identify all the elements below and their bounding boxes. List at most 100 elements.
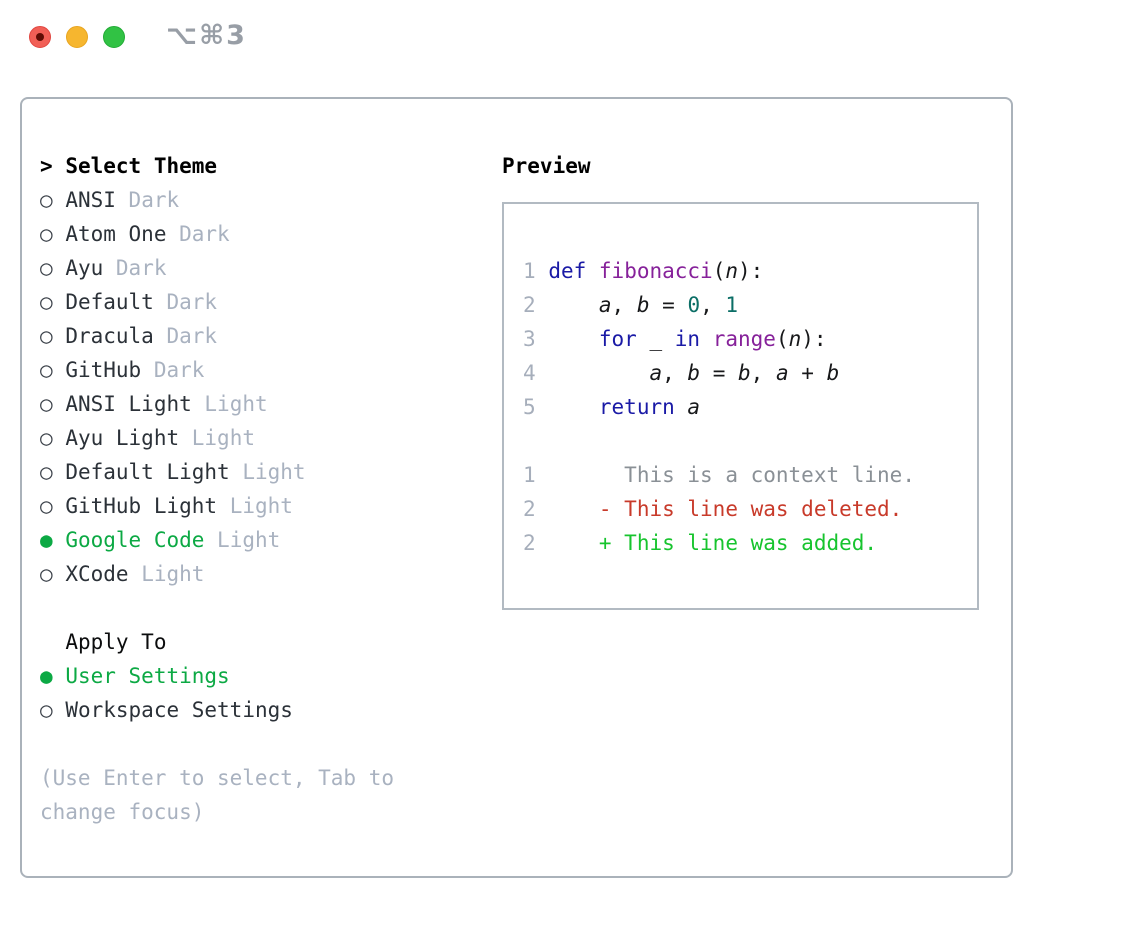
window-title: ⌥⌘3 [166,20,247,51]
code-line: 1 def fibonacci(n): [523,254,977,288]
radio-icon: ○ [40,698,53,722]
record-dot-icon [36,33,44,41]
theme-list: ○ ANSI Dark○ Atom One Dark○ Ayu Dark○ De… [40,183,464,591]
option-label: Atom One [65,222,167,246]
theme-option-dracula[interactable]: ○ Dracula Dark [40,319,464,353]
theme-option-ansi[interactable]: ○ ANSI Dark [40,183,464,217]
line-number: 5 [523,395,536,419]
token-pl: , [611,293,637,317]
preview-header: Preview [502,154,591,178]
radio-icon: ○ [40,426,53,450]
select-theme-title: Select Theme [65,154,218,178]
close-button[interactable] [29,26,51,48]
token-pl [548,395,599,419]
apply-option-workspace-settings[interactable]: ○ Workspace Settings [40,693,464,727]
option-label: Google Code [65,528,205,552]
help-text: (Use Enter to select, Tab to change focu… [40,766,395,824]
theme-option-default-light[interactable]: ○ Default Light Light [40,455,464,489]
token-kw: def [548,259,587,283]
theme-option-xcode[interactable]: ○ XCode Light [40,557,464,591]
option-label: Ayu Light [65,426,180,450]
indent [40,630,53,654]
token-kw: in [674,327,701,351]
line-number: 2 [523,497,536,521]
radio-icon: ○ [40,392,53,416]
theme-option-atom-one[interactable]: ○ Atom One Dark [40,217,464,251]
spacer [40,727,464,761]
token-var: a [649,361,663,385]
theme-option-ansi-light[interactable]: ○ ANSI Light Light [40,387,464,421]
option-variant-label: Light [191,426,255,450]
option-variant-label: Dark [179,222,230,246]
token-pl: = [649,293,688,317]
theme-option-github[interactable]: ○ GitHub Dark [40,353,464,387]
spacer [40,591,464,625]
prompt-icon: > [40,154,53,178]
line-number: 4 [523,361,536,385]
token-ctx: This is a context line. [548,463,915,487]
code-line: 4 a, b = b, a + b [523,356,977,390]
token-var: a [598,293,612,317]
token-pl: , [662,361,688,385]
line-number: 1 [523,463,536,487]
token-pl: ): [801,327,827,351]
theme-option-google-code[interactable]: ● Google Code Light [40,523,464,557]
radio-icon: ○ [40,290,53,314]
token-pl [548,293,599,317]
token-num: 0 [687,293,701,317]
option-variant-label: Light [242,460,306,484]
option-label: GitHub Light [65,494,218,518]
zoom-button[interactable] [103,26,125,48]
diff-line-added: 2 + This line was added. [523,526,977,560]
theme-option-default[interactable]: ○ Default Dark [40,285,464,319]
apply-to-list: ● User Settings○ Workspace Settings [40,659,464,727]
token-var: b [636,293,650,317]
token-var: a [687,395,701,419]
theme-option-ayu[interactable]: ○ Ayu Dark [40,251,464,285]
token-pl: ): [738,259,764,283]
token-var: b [687,361,701,385]
option-variant-label: Dark [115,256,167,280]
token-pl: ( [712,259,726,283]
option-variant-label: Dark [153,358,205,382]
apply-option-user-settings[interactable]: ● User Settings [40,659,464,693]
option-label: Ayu [65,256,104,280]
radio-icon: ○ [40,494,53,518]
code-line: 2 a, b = 0, 1 [523,288,977,322]
token-var: n [725,259,739,283]
line-number: 2 [523,293,536,317]
option-label: XCode [65,562,129,586]
option-label: User Settings [65,664,230,688]
radio-icon: ○ [40,460,53,484]
token-pl [548,327,599,351]
minimize-button[interactable] [66,26,88,48]
option-label: ANSI [65,188,116,212]
option-label: Default [65,290,154,314]
theme-option-ayu-light[interactable]: ○ Ayu Light Light [40,421,464,455]
apply-to-header: Apply To [40,625,464,659]
radio-selected-icon: ● [40,664,53,688]
theme-option-github-light[interactable]: ○ GitHub Light Light [40,489,464,523]
apply-to-title: Apply To [65,630,167,654]
line-number: 2 [523,531,536,555]
token-pl [700,327,713,351]
theme-selector-panel: > Select Theme ○ ANSI Dark○ Atom One Dar… [20,97,1013,878]
option-label: GitHub [65,358,142,382]
option-variant-label: Light [141,562,205,586]
token-fn: fibonacci [598,259,713,283]
token-del: - This line was deleted. [548,497,903,521]
titlebar: ⌥⌘3 [0,0,1140,75]
token-pl [586,259,599,283]
option-label: Workspace Settings [65,698,293,722]
token-pl [548,361,649,385]
radio-icon: ○ [40,222,53,246]
radio-icon: ○ [40,358,53,382]
token-pl [675,395,688,419]
option-label: Dracula [65,324,154,348]
option-variant-label: Light [217,528,281,552]
token-var: a [775,361,789,385]
token-add: + This line was added. [548,531,878,555]
code-line: 3 for _ in range(n): [523,322,977,356]
